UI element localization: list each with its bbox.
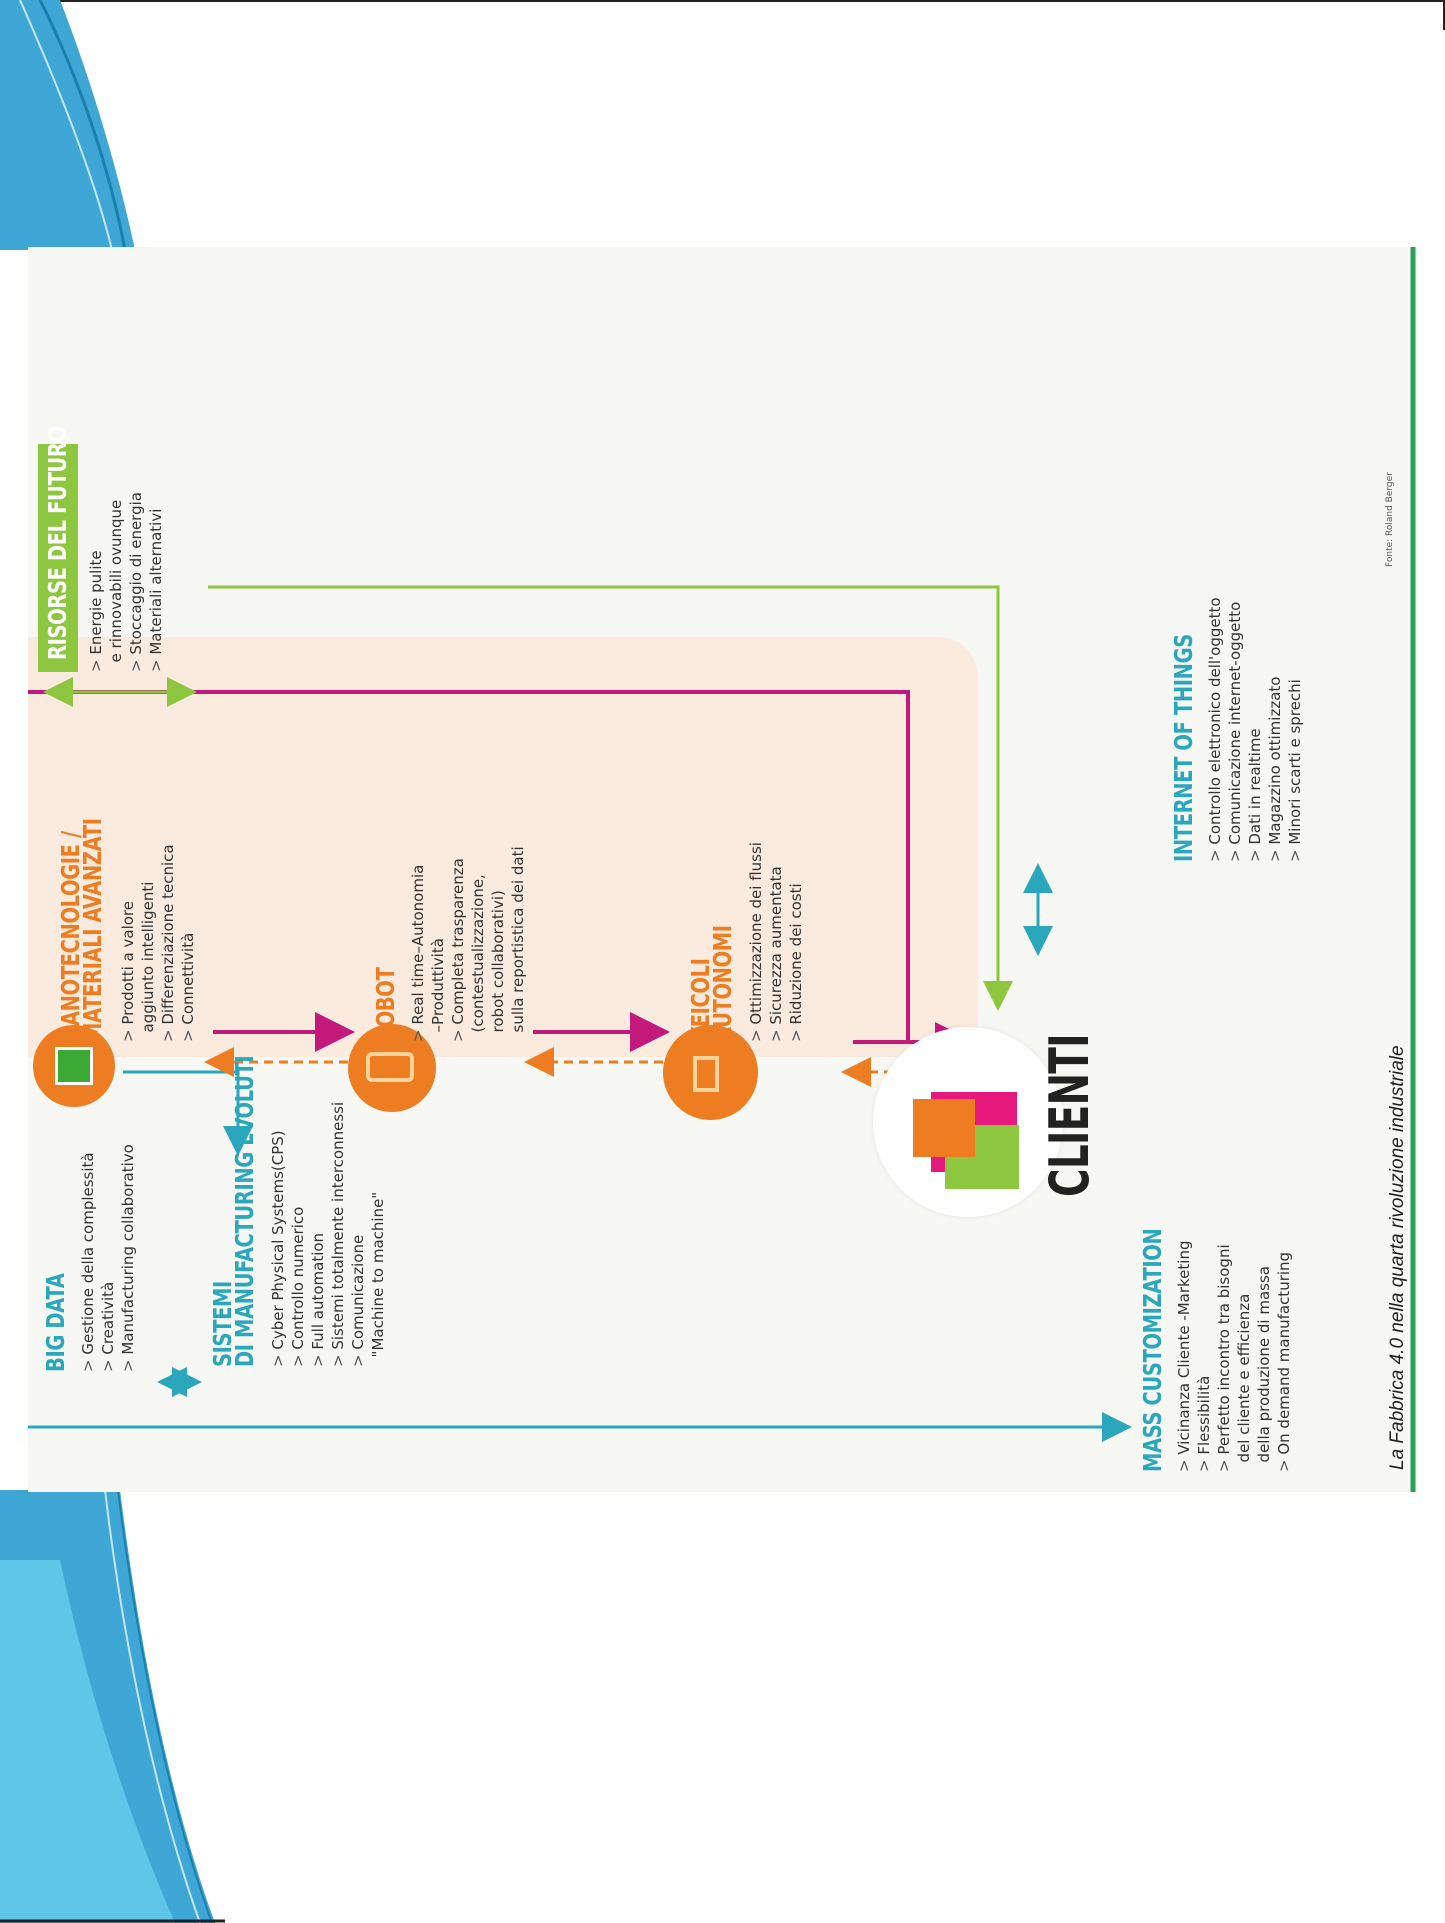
list-item: del cliente e efficienza (1235, 1293, 1253, 1463)
mass-customization-title: MASS CUSTOMIZATION (1138, 1228, 1167, 1472)
figure-caption: La Fabbrica 4.0 nella quarta rivoluzione… (1387, 1045, 1408, 1470)
mass-customization-list: Vicinanza Cliente -Marketing Flessibilit… (1174, 1241, 1294, 1473)
sistemi-list: Cyber Physical Systems(CPS) Controllo nu… (268, 1102, 388, 1367)
list-item: (contestualizzazione, (469, 874, 487, 1033)
list-item: Energie pulite (86, 492, 106, 672)
big-data-list: Gestione della complessità Creatività Ma… (78, 1144, 138, 1372)
iot-list: Controllo elettronico dell'oggetto Comun… (1205, 597, 1305, 862)
risorse-list: Energie pulite e rinnovabili ovunque Sto… (86, 492, 166, 672)
list-item: Completa trasparenza (448, 846, 468, 1042)
list-item: Manufacturing collaborativo (118, 1144, 138, 1372)
infographic: BIG DATA Gestione della complessità Crea… (28, 247, 1418, 1492)
list-item: Sicurezza aumentata (766, 842, 786, 1042)
nanotecnologie-title-2: MATERIALI AVANZATI (78, 818, 107, 1042)
list-item: Sistemi totalmente interconnessi (328, 1102, 348, 1367)
list-item: aggiunto intelligenti (139, 881, 157, 1033)
list-item: Full automation (308, 1102, 328, 1367)
list-item: robot collaborativi) (489, 890, 507, 1033)
list-item: Vicinanza Cliente -Marketing (1174, 1241, 1194, 1473)
list-item: Cyber Physical Systems(CPS) (268, 1102, 288, 1367)
clients-circle (873, 1027, 1063, 1217)
list-item: Differenziazione tecnica (158, 844, 178, 1042)
list-item: On demand manufacturing (1274, 1241, 1294, 1473)
list-item: Prodotti a valore (118, 844, 138, 1042)
iot-title: INTERNET OF THINGS (1169, 634, 1198, 862)
list-item: della produzione di massa (1255, 1266, 1273, 1463)
list-item: Controllo elettronico dell'oggetto (1205, 597, 1225, 862)
list-item: Stoccaggio di energia (126, 492, 146, 672)
robot-title: ROBOT (371, 967, 400, 1042)
risorse-title: RISORSE DEL FUTURO (43, 426, 72, 660)
list-item: Dati in realtime (1245, 597, 1265, 862)
list-item: "Machine to machine" (369, 1191, 387, 1358)
list-item: Magazzino ottimizzato (1265, 597, 1285, 862)
list-item: sulla reportistica dei dati (509, 846, 527, 1033)
sistemi-title-2: DI MANUFACTURING EVOLUTI (230, 1055, 259, 1367)
list-item: Ottimizzazione dei flussi (746, 842, 766, 1042)
list-item: e rinnovabili ovunque (107, 499, 125, 663)
list-item: Riduzione dei costi (786, 842, 806, 1042)
veicoli-list: Ottimizzazione dei flussi Sicurezza aume… (746, 842, 806, 1042)
big-data-title: BIG DATA (41, 1273, 70, 1372)
list-item: Perfetto incontro tra bisogni (1214, 1241, 1234, 1473)
list-item: Real time–Autonomia (408, 846, 428, 1042)
list-item: Creatività (98, 1144, 118, 1372)
list-item: Comunicazione (348, 1102, 368, 1367)
list-item: Flessibilità (1194, 1241, 1214, 1473)
veicoli-title-2: AUTONOMI (708, 925, 737, 1042)
list-item: Minori scarti e sprechi (1285, 597, 1305, 862)
list-item: Controllo numerico (288, 1102, 308, 1367)
source-note: Fonte: Roland Berger (1385, 472, 1395, 567)
risorse-title-tag: RISORSE DEL FUTURO (38, 426, 78, 672)
list-item: –Produttività (429, 938, 447, 1033)
list-item: Connettività (178, 844, 198, 1042)
nanotecnologie-list: Prodotti a valore aggiunto intelligenti … (118, 844, 198, 1042)
clients-label: CLIENTI (1038, 1034, 1101, 1197)
robot-list: Real time–Autonomia –Produttività Comple… (408, 846, 528, 1042)
list-item: Materiali alternativi (146, 492, 166, 672)
list-item: Gestione della complessità (78, 1144, 98, 1372)
list-item: Comunicazione internet-oggetto (1225, 597, 1245, 862)
